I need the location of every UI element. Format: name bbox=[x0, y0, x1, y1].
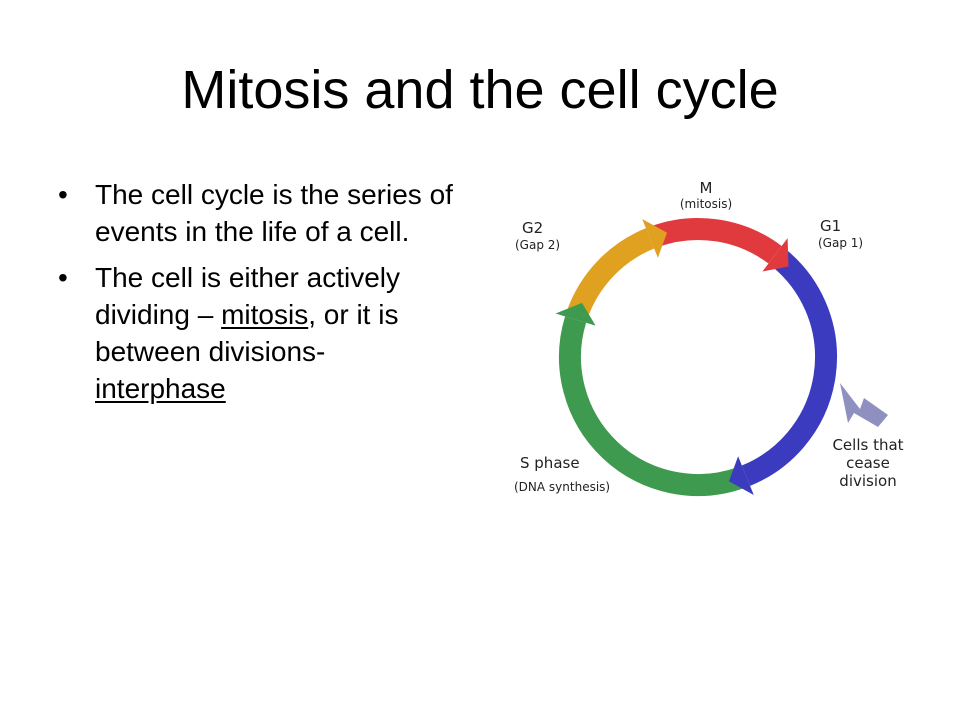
bullet-text: The cell cycle is the series of events i… bbox=[95, 179, 453, 247]
arrowhead-g1 bbox=[728, 456, 754, 496]
label-g2-detail: (Gap 2) bbox=[515, 238, 560, 252]
bullet-text: , or it is between divisions- bbox=[95, 299, 399, 367]
label-exit-line3: division bbox=[839, 472, 896, 490]
bullet-dot: • bbox=[58, 179, 68, 210]
phase-arc-m bbox=[650, 218, 782, 264]
label-exit-line2: cease bbox=[846, 454, 890, 472]
bullet-list: • The cell cycle is the series of events… bbox=[58, 176, 458, 416]
phase-arc-g2 bbox=[566, 228, 655, 320]
bullet-item: • The cell is either actively dividing –… bbox=[58, 259, 458, 407]
label-g1-name: G1 bbox=[820, 217, 841, 235]
term-mitosis: mitosis bbox=[221, 299, 309, 330]
label-s-detail: (DNA synthesis) bbox=[514, 480, 610, 494]
label-g2-name: G2 bbox=[522, 219, 543, 237]
phase-arc-g1 bbox=[741, 248, 837, 486]
label-g1-detail: (Gap 1) bbox=[818, 236, 863, 250]
term-interphase: interphase bbox=[95, 373, 226, 404]
bullet-text: The cell is either actively dividing – bbox=[95, 262, 401, 330]
label-s-name: S phase bbox=[520, 454, 580, 472]
phase-arc-s bbox=[559, 316, 746, 496]
slide-title: Mitosis and the cell cycle bbox=[181, 60, 779, 120]
cell-cycle-diagram: M (mitosis) G1 (Gap 1) G2 (Gap 2) S phas… bbox=[514, 179, 904, 496]
label-m-detail: (mitosis) bbox=[680, 197, 732, 211]
arrowhead-s bbox=[555, 302, 596, 326]
label-exit-line1: Cells that bbox=[832, 436, 903, 454]
arrowhead-g2 bbox=[642, 218, 668, 258]
bullet-dot: • bbox=[58, 262, 68, 293]
bullet-item: • The cell cycle is the series of events… bbox=[58, 176, 458, 250]
arrowhead-m bbox=[762, 238, 789, 272]
label-m-name: M bbox=[700, 179, 713, 197]
exit-arrow bbox=[840, 383, 888, 427]
